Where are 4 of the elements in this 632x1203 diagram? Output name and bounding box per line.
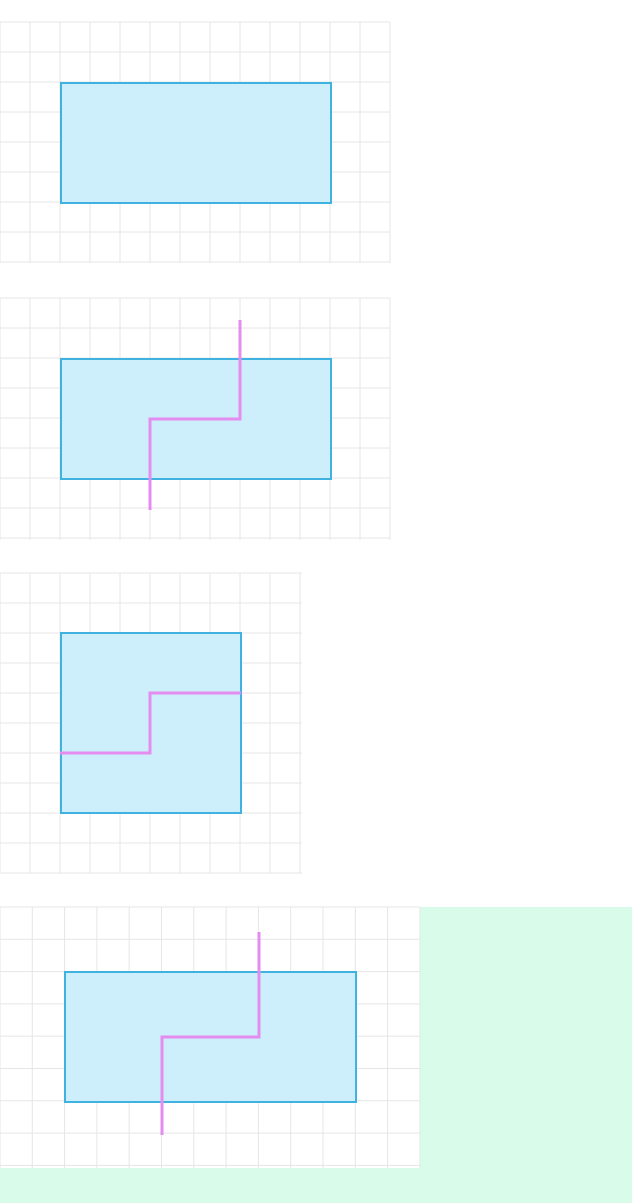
rectangle (64, 971, 357, 1103)
rectangle (60, 82, 332, 204)
rectangle (60, 632, 242, 814)
rectangle (60, 358, 332, 480)
